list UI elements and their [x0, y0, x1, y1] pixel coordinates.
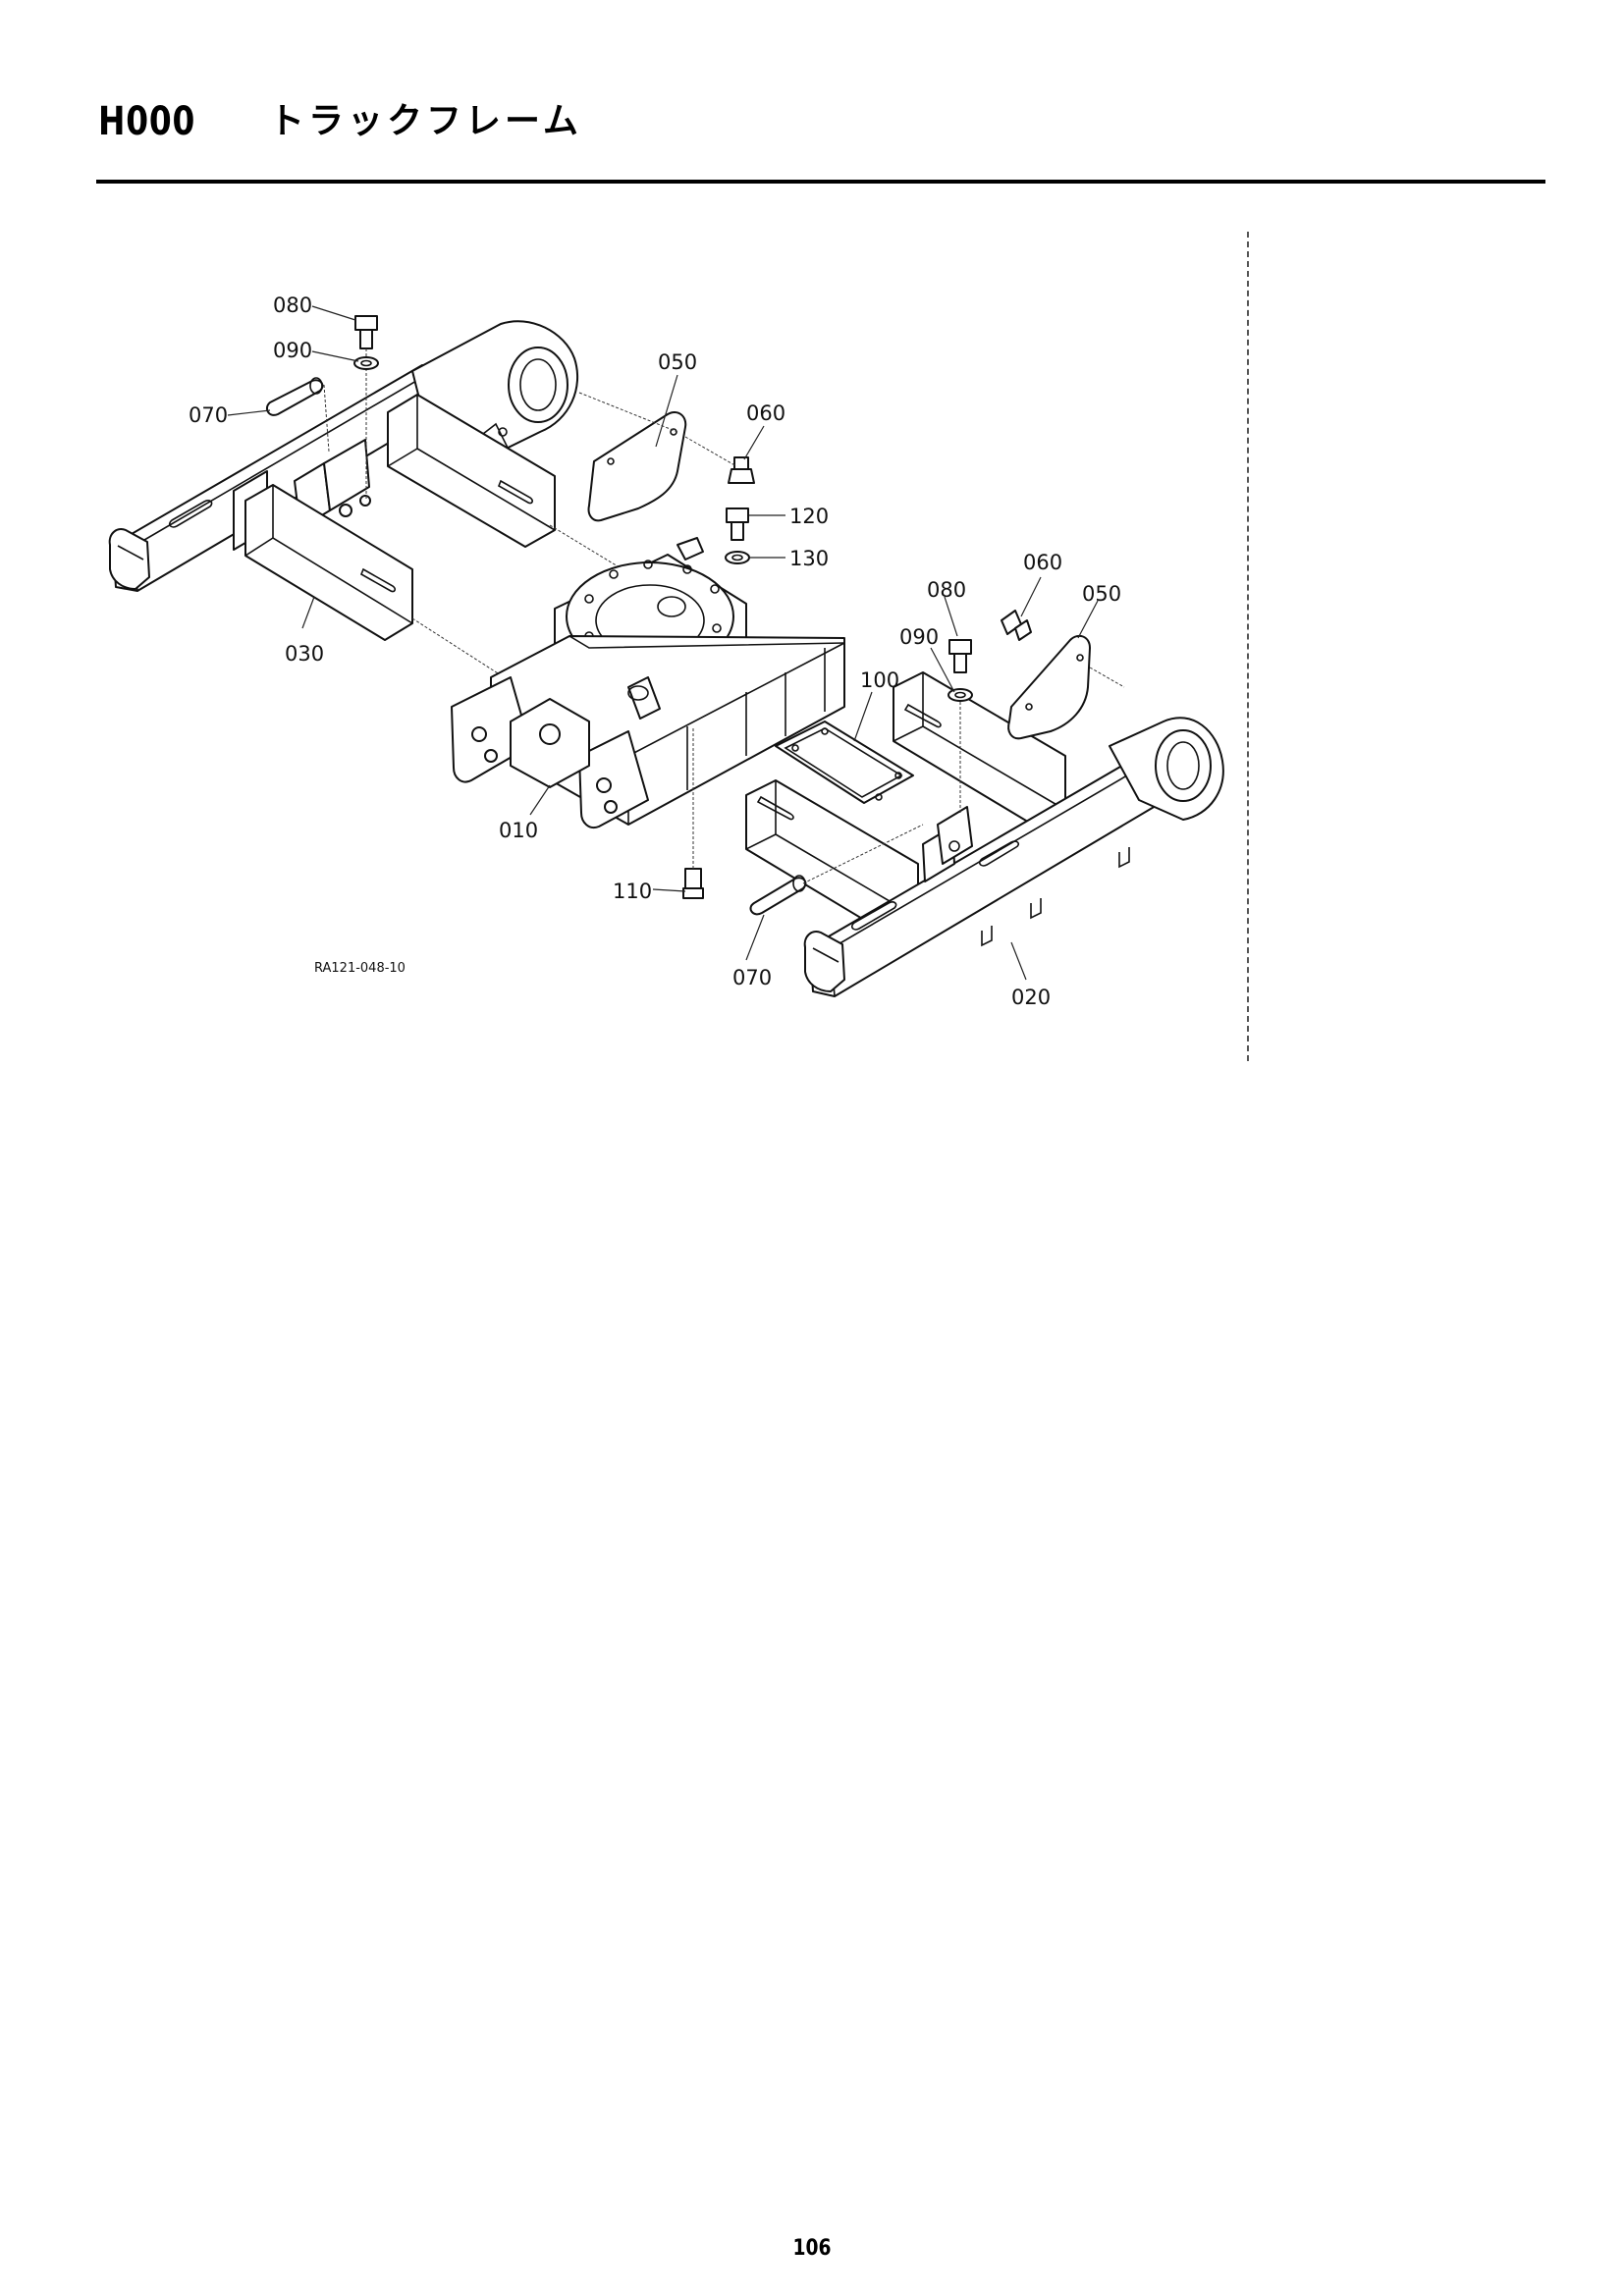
callout-labels: 080 090 070 050 060 120 130 060 080 050 … — [189, 294, 1121, 1009]
callout-010: 010 — [499, 819, 538, 842]
right-cross-beams — [745, 671, 1066, 935]
center-frame — [451, 554, 845, 828]
callout-090: 090 — [899, 625, 939, 649]
page-number: 106 — [792, 2236, 832, 2261]
loose-parts — [266, 315, 1125, 916]
callout-130: 130 — [789, 547, 829, 570]
header-rule — [96, 180, 1545, 184]
callout-080: 080 — [927, 578, 966, 602]
right-track-frame — [803, 717, 1224, 997]
cover-plate — [775, 721, 914, 804]
callout-080: 080 — [273, 294, 312, 317]
callout-020: 020 — [1011, 986, 1051, 1009]
callout-120: 120 — [789, 505, 829, 528]
callout-060: 060 — [746, 401, 785, 425]
callout-070: 070 — [189, 403, 228, 427]
callout-050: 050 — [1082, 582, 1121, 606]
section-title: トラックフレーム — [269, 101, 582, 141]
callout-060: 060 — [1023, 551, 1062, 574]
callout-070: 070 — [732, 966, 772, 989]
callout-100: 100 — [860, 668, 899, 692]
page-header: H000 トラックフレーム — [98, 96, 1542, 147]
figure-code: RA121-048-10 — [314, 961, 406, 976]
side-divider — [1247, 232, 1249, 1061]
callout-030: 030 — [285, 642, 324, 666]
section-code: H000 — [98, 99, 196, 144]
callout-050: 050 — [658, 350, 697, 374]
left-cross-beams — [244, 394, 688, 708]
leader-lines — [227, 305, 1099, 981]
callout-110: 110 — [613, 880, 652, 903]
callout-090: 090 — [273, 339, 312, 362]
